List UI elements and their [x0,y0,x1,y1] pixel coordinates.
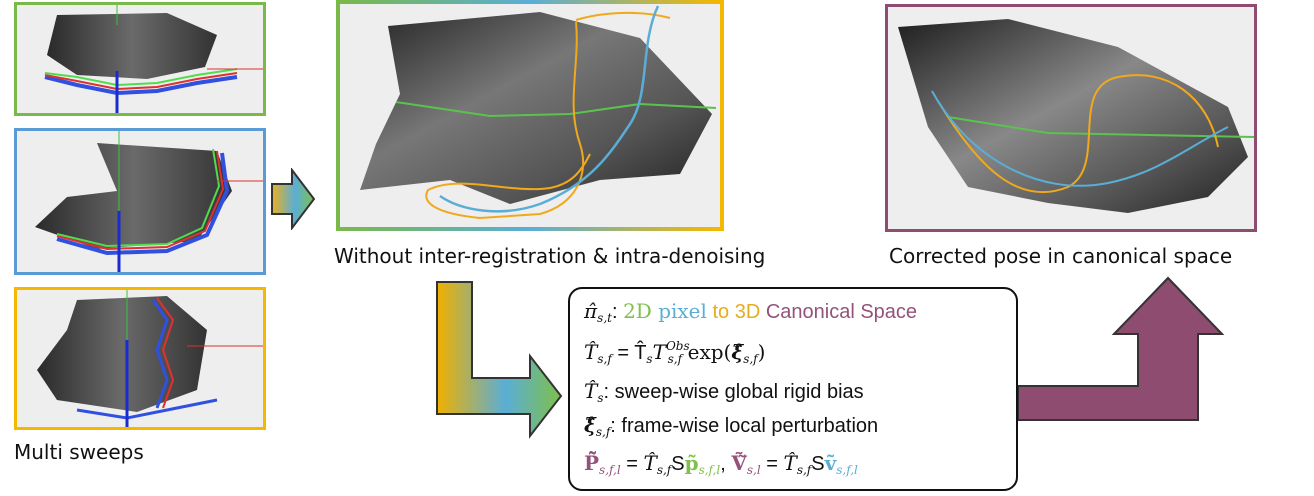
caption-corrected-pose: Corrected pose in canonical space [889,244,1233,268]
uncorrected-image [360,5,717,220]
sweep-yellow-image [37,290,263,427]
label-canonical-space: Canonical Space [765,301,918,323]
arrow-elbow-icon [436,281,563,439]
sweep-yellow-panel [14,287,266,430]
formula-line-local-perturbation: ξ̂s,f: frame-wise local perturbation [584,413,879,439]
formula-line-points: P̃̃s,f,l = T̂s,fSp̃s,f,l, Ṽ̃s,l = T̂s,fS… [584,451,858,477]
caption-without-registration: Without inter-registration & intra-denoi… [334,244,766,268]
arrow-right-icon [271,168,316,230]
uncorrected-panel [336,0,724,231]
formula-line-projection: π̂s,t: 2D pixel to 3D Canonical Space [584,299,918,325]
sweep-blue-panel [14,128,266,275]
corrected-panel [885,4,1257,232]
label-pixel: pixel [651,299,707,323]
sweep-green-image [44,5,263,113]
corrected-image [898,19,1254,213]
sweep-blue-image [35,131,263,272]
arrow-up-icon [1017,276,1225,421]
formula-line-pose: T̂s,f = T̂sTObss,f exp(ξ̂s,f) [584,339,766,366]
caption-multi-sweeps: Multi sweeps [14,440,144,464]
formula-line-global-bias: T̂s: sweep-wise global rigid bias [584,379,864,405]
sweep-green-panel [14,2,266,116]
label-2d: 2D [623,299,652,323]
formula-box: π̂s,t: 2D pixel to 3D Canonical Space T̂… [568,287,1018,491]
